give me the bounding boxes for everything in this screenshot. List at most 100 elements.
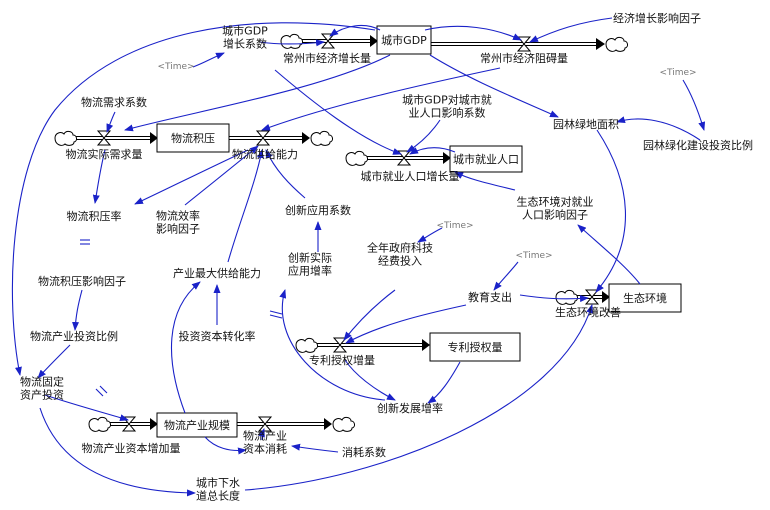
valve-icon[interactable] [255,130,271,146]
var-growth-factor[interactable]: 经济增长影响因子 [613,11,701,25]
flow-capital-increase-label[interactable]: 物流产业资本增加量 [82,441,181,455]
link-time-to-gov-funding[interactable] [417,227,443,243]
link-efficiency-to-supply[interactable] [184,145,259,206]
link-greening-ratio-to-green-area[interactable] [616,116,701,141]
delay-mark [269,310,283,319]
stock-patent-grants[interactable]: 专利授权量 [429,332,521,362]
link-demand-coef-to-demand[interactable] [106,111,116,133]
var-sewer-length[interactable]: 城市下水道总长度 [196,476,240,503]
var-investment-ratio[interactable]: 物流产业投资比例 [30,329,118,343]
var-innovation-coef[interactable]: 创新应用系数 [285,203,351,217]
source-cloud-icon [345,151,368,166]
flow-pipe-eco-improvement [555,290,610,305]
link-employment-pop-to-growth[interactable] [409,147,456,155]
flow-pipe-capital-consumption [236,417,355,432]
var-time-3: <Time> [436,221,473,231]
link-patent-growth-to-innovation-rate[interactable] [344,359,396,401]
var-greening-investment-ratio[interactable]: 园林绿化建设投资比例 [643,138,753,152]
link-time-to-education[interactable] [493,261,519,291]
link-supply-to-backlog-rate[interactable] [134,149,249,205]
link-gdp-to-obstruction[interactable] [424,25,522,41]
link-investment-ratio-to-fixed[interactable] [37,344,71,379]
link-green-area-to-eco-improvement[interactable] [595,129,626,293]
stock-logistics-backlog-label: 物流积压 [171,131,215,145]
source-cloud-icon [280,34,303,49]
stock-logistics-industry-scale-label: 物流产业规模 [164,418,230,432]
var-capital-conversion-rate[interactable]: 投资资本转化率 [179,329,256,343]
link-gdp-to-fixed-investment[interactable] [11,22,376,376]
link-growth-factor-to-obstruction[interactable] [529,17,613,43]
var-gdp-employment-coef[interactable]: 城市GDP对城市就业人口影响系数 [402,93,492,120]
var-education-expense[interactable]: 教育支出 [468,290,512,304]
link-eco-to-eco-employment-factor[interactable] [577,224,641,285]
stock-patent-grants-label: 专利授权量 [448,340,503,354]
link-fixed-to-capital-increase[interactable] [44,394,129,422]
delay-mark [80,239,90,245]
var-max-supply-capacity[interactable]: 产业最大供给能力 [173,266,261,280]
link-backlog-factor-to-investment[interactable] [72,289,83,331]
var-time-4: <Time> [515,251,552,261]
flow-pipe-gdp-obstruction [430,37,628,52]
link-gdp-to-green-area[interactable] [429,54,559,118]
flow-pipe-patent-growth [295,338,430,353]
var-time-1: <Time> [157,62,194,72]
stock-logistics-backlog[interactable]: 物流积压 [156,123,230,153]
flow-eco-improvement-label[interactable]: 生态环境改善 [555,305,621,319]
link-time-to-greening-ratio[interactable] [682,79,706,131]
flow-pipe-logistics-demand [54,131,158,146]
link-scale-to-consumption[interactable] [204,436,247,455]
var-efficiency-factor[interactable]: 物流效率影响因子 [156,209,200,236]
flow-pipe-employment-growth [345,151,451,166]
var-green-area[interactable]: 园林绿地面积 [553,117,619,131]
link-sewer-to-eco-improvement[interactable] [244,304,594,491]
var-backlog-impact-factor[interactable]: 物流积压影响因子 [38,274,126,288]
link-consumption-to-pipe[interactable] [258,428,265,441]
flow-pipe-gdp-growth [280,34,378,49]
var-fixed-asset-investment[interactable]: 物流固定资产投资 [20,375,64,402]
link-patent-stock-to-innovation-rate[interactable] [427,361,461,404]
link-fixed-to-sewer[interactable] [39,407,196,497]
var-backlog-rate[interactable]: 物流积压率 [67,209,122,223]
var-eco-employment-factor[interactable]: 生态环境对就业人口影响因子 [517,195,594,222]
var-innovation-growth-rate[interactable]: 创新发展增率 [377,401,443,415]
link-scale-to-max-supply[interactable] [171,281,201,414]
var-consumption-coef[interactable]: 消耗系数 [342,445,386,459]
var-logistics-demand-coef[interactable]: 物流需求系数 [81,95,147,109]
flow-logistics-supply-label[interactable]: 物流供给能力 [232,147,298,161]
link-education-to-eco-improvement[interactable] [519,294,589,303]
link-eco-factor-to-employment-pop[interactable] [454,171,516,191]
flow-capital-consumption-label[interactable]: 物流产业资本消耗 [243,429,287,456]
stock-city-gdp[interactable]: 城市GDP [376,25,432,55]
link-gdp-coef-to-gdp-growth[interactable] [259,39,325,47]
flow-gdp-obstruction-label[interactable]: 常州市经济阻碍量 [480,51,568,65]
link-time-to-gdp-coef[interactable] [192,52,225,68]
stock-eco-environment[interactable]: 生态环境 [608,283,682,313]
stock-logistics-industry-scale[interactable]: 物流产业规模 [156,412,238,438]
sink-cloud-icon [332,417,355,432]
stock-city-employment-pop[interactable]: 城市就业人口 [449,145,523,173]
link-innovation-growth-to-actual-rate[interactable] [279,289,386,401]
var-gov-tech-funding[interactable]: 全年政府科技经费投入 [367,241,433,268]
valve-icon[interactable] [96,130,112,146]
link-max-supply-to-supply[interactable] [227,149,264,263]
valve-icon[interactable] [516,36,532,52]
link-gov-funding-to-patent[interactable] [343,289,396,341]
link-demand-to-backlog-rate[interactable] [92,149,106,204]
link-education-to-patent[interactable] [345,304,467,344]
flow-gdp-growth-label[interactable]: 常州市经济增长量 [283,51,371,65]
link-consumption-coef-to-consumption[interactable] [291,443,339,453]
sink-cloud-icon [310,131,333,146]
valve-icon[interactable] [584,289,600,305]
flow-patent-growth-label[interactable]: 专利授权增量 [309,353,375,367]
link-obstruction-to-supply[interactable] [261,67,501,131]
link-gdp-coef-to-employment-growth[interactable] [274,69,402,155]
valve-icon[interactable] [332,337,348,353]
flow-employment-growth-label[interactable]: 城市就业人口增长量 [361,169,460,183]
link-innovation-coef-to-supply[interactable] [265,149,306,199]
flow-logistics-demand-label[interactable]: 物流实际需求量 [66,147,143,161]
var-innovation-actual-rate[interactable]: 创新实际应用增率 [288,251,332,278]
link-gdp-to-gdp-growth[interactable] [329,24,381,37]
link-gdp-to-logistics-demand[interactable] [124,54,391,132]
